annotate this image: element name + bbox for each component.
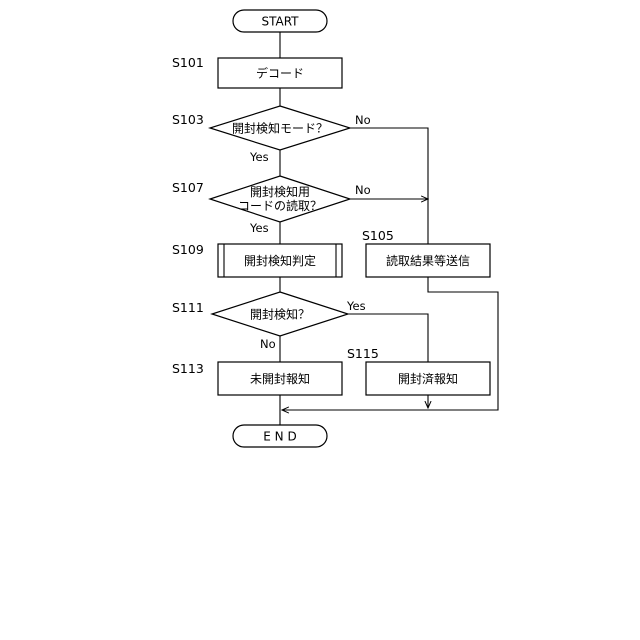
s107-no-label: No (355, 183, 371, 197)
s111-yes-label: Yes (346, 299, 366, 313)
step-s115: S115 (347, 346, 379, 361)
subroutine-detection-judgement: 開封検知判定 (218, 244, 342, 277)
end-terminal: E N D (233, 425, 327, 447)
decode-label: デコード (256, 66, 304, 81)
code-read-label-2: コードの読取？ (238, 198, 322, 213)
opened-notice-label: 開封済報知 (398, 371, 458, 386)
code-read-label-1: 開封検知用 (250, 185, 310, 199)
step-s103: S103 (172, 112, 204, 127)
start-terminal: START (233, 10, 327, 32)
step-s109: S109 (172, 242, 204, 257)
start-label: START (261, 15, 299, 29)
s103-no-label: No (355, 113, 371, 127)
step-s101: S101 (172, 55, 204, 70)
decision-code-read: 開封検知用 コードの読取？ (210, 176, 350, 222)
s107-yes-label: Yes (249, 221, 269, 235)
step-s105: S105 (362, 228, 394, 243)
unopened-notice-label: 未開封報知 (250, 372, 310, 386)
step-s111: S111 (172, 300, 204, 315)
decision-detection-mode: 開封検知モード？ (210, 106, 350, 150)
process-send-result: 読取結果等送信 (366, 244, 490, 277)
send-result-label: 読取結果等送信 (386, 253, 470, 268)
process-decode: デコード (218, 58, 342, 88)
s111-no-label: No (260, 337, 276, 351)
detection-judgement-label: 開封検知判定 (244, 253, 316, 268)
process-unopened-notice: 未開封報知 (218, 362, 342, 395)
detection-mode-label: 開封検知モード？ (232, 122, 328, 136)
step-s113: S113 (172, 361, 204, 376)
process-opened-notice: 開封済報知 (366, 362, 490, 395)
end-label: E N D (263, 430, 296, 444)
opened-label: 開封検知？ (250, 308, 310, 322)
s103-yes-label: Yes (249, 150, 269, 164)
decision-opened: 開封検知？ (212, 292, 348, 336)
step-s107: S107 (172, 180, 204, 195)
